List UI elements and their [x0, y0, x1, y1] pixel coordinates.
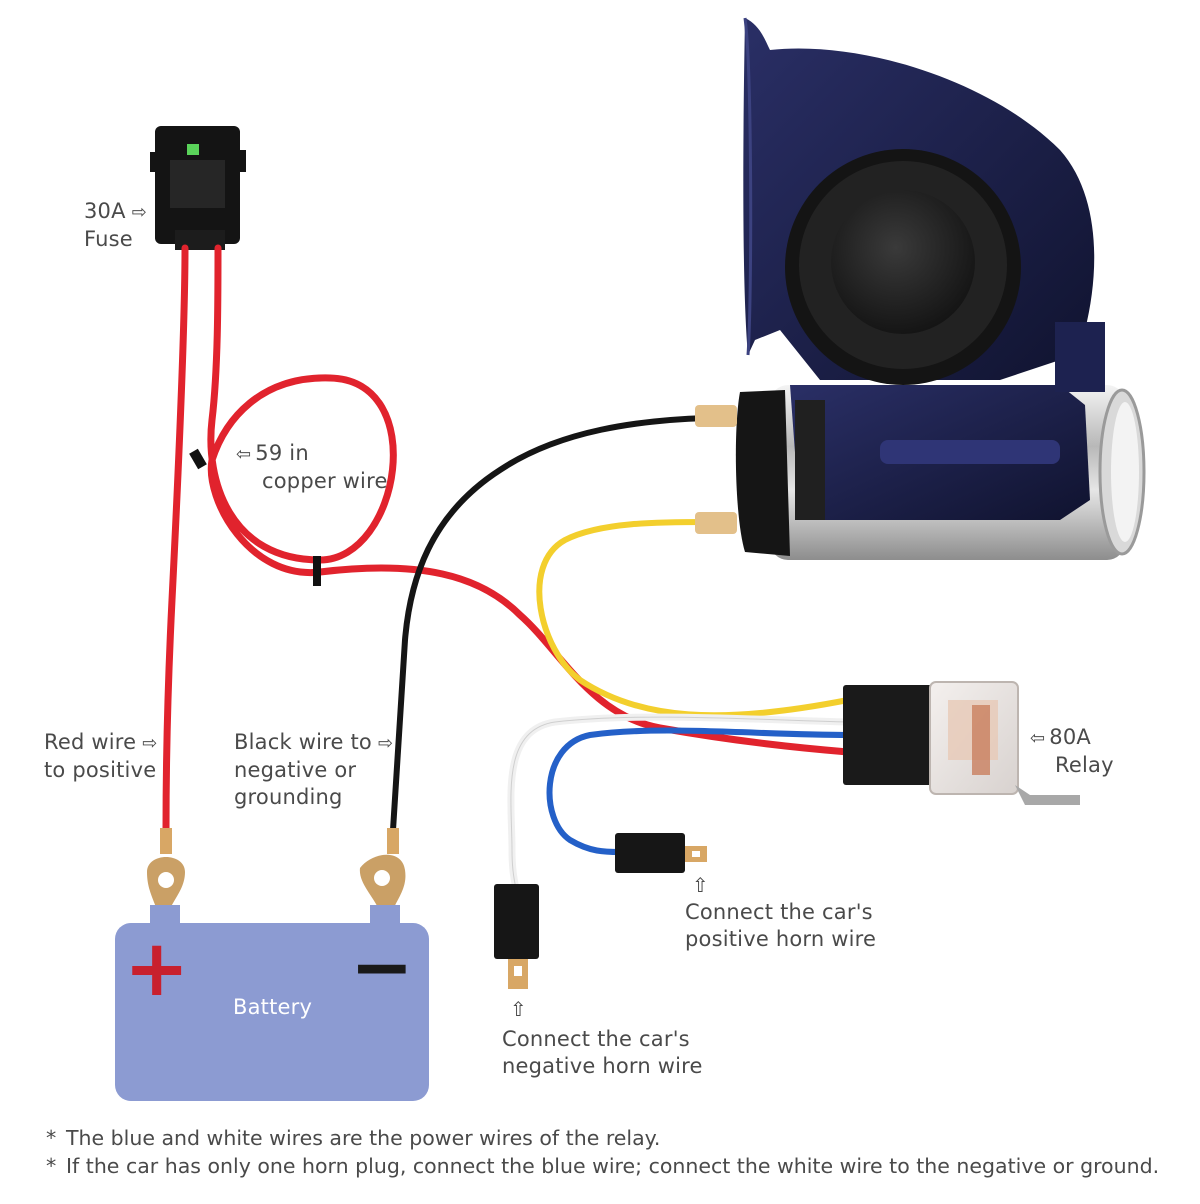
- negative-horn-line2: negative horn wire: [502, 1054, 703, 1078]
- footnote-1: * The blue and white wires are the power …: [46, 1124, 1166, 1152]
- left-arrow-icon: ⇦: [1030, 728, 1046, 749]
- black-wire-label-line3: grounding: [234, 785, 343, 809]
- footnote-star: *: [46, 1126, 57, 1150]
- red-wire-label: Red wire⇨ to positive: [44, 729, 158, 784]
- positive-horn-line2: positive horn wire: [685, 927, 877, 951]
- red-wire-to-positive: [162, 244, 189, 834]
- negative-horn-line1: Connect the car's: [502, 1027, 690, 1051]
- positive-horn-arrow: ⇧: [692, 873, 709, 897]
- battery-icon: [115, 905, 429, 1101]
- fuse-label-line2: Fuse: [84, 227, 133, 251]
- positive-horn-line1: Connect the car's: [685, 900, 873, 924]
- black-wire-label: Black wire to⇨ negative or grounding: [234, 729, 393, 811]
- footnote-text: The blue and white wires are the power w…: [66, 1126, 661, 1150]
- wire-label-line2: copper wire: [262, 469, 388, 493]
- wire-label-line1: 59 in: [255, 441, 309, 465]
- negative-horn-label: Connect the car's negative horn wire: [502, 1026, 703, 1080]
- red-wire-59in: [207, 244, 852, 756]
- fuse-holder-icon: [150, 126, 246, 250]
- red-wire-label-line2: to positive: [44, 758, 157, 782]
- negative-horn-arrow: ⇧: [510, 997, 527, 1021]
- battery-label: Battery: [233, 995, 313, 1019]
- black-wire-label-line2: negative or: [234, 758, 357, 782]
- blue-wire: [546, 727, 851, 855]
- relay-label: ⇦80A Relay: [1030, 724, 1114, 779]
- footnote-star: *: [46, 1154, 57, 1178]
- copper-wire-label: ⇦59 in copper wire: [236, 440, 388, 495]
- relay-icon: [843, 681, 1080, 805]
- footnotes: * The blue and white wires are the power …: [46, 1124, 1166, 1180]
- left-arrow-icon: ⇦: [236, 444, 252, 465]
- red-wire-label-line1: Red wire: [44, 730, 137, 754]
- negative-horn-connector-icon: [494, 884, 539, 989]
- black-wire-label-line1: Black wire to: [234, 730, 372, 754]
- relay-label-line1: 80A: [1049, 725, 1091, 749]
- right-arrow-icon: ⇨: [131, 202, 147, 223]
- black-wire-to-negative: [390, 415, 711, 833]
- battery-minus-sign: −: [350, 922, 414, 1011]
- relay-label-line2: Relay: [1055, 753, 1114, 777]
- negative-ring-terminal-icon: [359, 828, 406, 918]
- footnote-2: * If the car has only one horn plug, conn…: [46, 1152, 1166, 1180]
- right-arrow-icon: ⇨: [377, 733, 394, 754]
- fuse-label-line1: 30A: [84, 199, 126, 223]
- right-arrow-icon: ⇨: [142, 733, 158, 754]
- footnote-text: If the car has only one horn plug, conne…: [66, 1154, 1160, 1178]
- positive-ring-terminal-icon: [147, 828, 185, 918]
- air-horn-compressor-icon: [735, 17, 1146, 560]
- fuse-label: 30A⇨ Fuse: [84, 198, 147, 253]
- positive-horn-label: Connect the car's positive horn wire: [685, 899, 876, 953]
- battery-plus-sign: +: [124, 924, 190, 1014]
- positive-horn-connector-icon: [615, 833, 707, 873]
